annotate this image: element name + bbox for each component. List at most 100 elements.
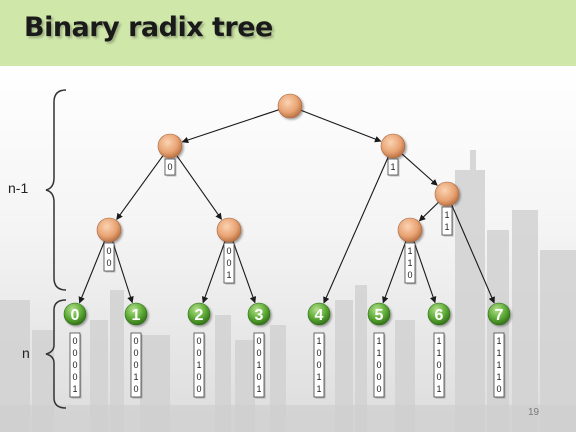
internal-node-root xyxy=(277,93,303,119)
leaf-node-4: 4 xyxy=(307,302,331,326)
leaf-node-6: 6 xyxy=(427,302,451,326)
leaf-label: 4 xyxy=(315,307,324,324)
code-box-4-bit: 0 xyxy=(316,348,321,358)
leaf-label: 1 xyxy=(132,307,141,324)
code-box-3: 0 0 1 0 1 xyxy=(253,332,266,399)
leaf-label: 0 xyxy=(71,307,80,324)
prefix-box-n00-bit: 0 xyxy=(106,246,111,256)
code-box-6-bit: 0 xyxy=(436,360,441,370)
prefix-box-n001-bit: 1 xyxy=(226,270,231,280)
leaf-node-2: 2 xyxy=(187,302,211,326)
code-box-3-bit: 0 xyxy=(256,348,261,358)
prefix-box-n00: 00 xyxy=(103,242,116,273)
code-box-0-bit: 1 xyxy=(72,384,77,394)
code-box-3-bit: 0 xyxy=(256,336,261,346)
edge-n0-n00 xyxy=(116,155,164,221)
code-box-3-bit: 1 xyxy=(256,360,261,370)
code-box-2-bit: 0 xyxy=(196,384,201,394)
internal-node-n11 xyxy=(434,181,460,207)
code-box-4-bit: 0 xyxy=(316,360,321,370)
code-box-6-bit: 1 xyxy=(436,336,441,346)
leaf-node-3: 3 xyxy=(247,302,271,326)
edge-root-n1 xyxy=(300,109,382,143)
prefix-box-n11: 11 xyxy=(441,206,454,237)
prefix-box-n00-bit: 0 xyxy=(106,258,111,268)
code-box-3-bit: 1 xyxy=(256,384,261,394)
internal-node-n110 xyxy=(397,217,423,243)
code-box-2-bit: 0 xyxy=(196,336,201,346)
prefix-box-n1: 1 xyxy=(387,158,400,177)
code-box-4-bit: 1 xyxy=(316,336,321,346)
code-box-0-bit: 0 xyxy=(72,360,77,370)
prefix-box-n001: 001 xyxy=(223,242,236,285)
code-box-7-bit: 1 xyxy=(496,360,501,370)
code-box-5-bit: 0 xyxy=(376,360,381,370)
leaf-node-1: 1 xyxy=(124,302,148,326)
code-box-1-bit: 0 xyxy=(133,360,138,370)
code-box-6: 1 1 0 0 1 xyxy=(433,332,446,399)
code-box-5-bit: 0 xyxy=(376,384,381,394)
code-box-7-bit: 1 xyxy=(496,348,501,358)
leaf-level-label: n xyxy=(22,345,30,361)
internal-node-n0 xyxy=(157,133,183,159)
edge-n001-leaf-2 xyxy=(201,241,226,304)
prefix-box-n110-bit: 0 xyxy=(407,270,412,280)
edge-n0-n001 xyxy=(176,155,222,220)
code-box-6-bit: 1 xyxy=(436,384,441,394)
internal-node-n1 xyxy=(380,133,406,159)
leaf-label: 2 xyxy=(195,307,204,324)
leaf-label: 7 xyxy=(495,307,504,324)
code-box-1-bit: 0 xyxy=(133,384,138,394)
leaf-label: 6 xyxy=(435,307,444,324)
edge-n00-leaf-1 xyxy=(112,241,134,304)
edge-n1-leaf-4 xyxy=(323,156,389,304)
code-box-3-bit: 0 xyxy=(256,372,261,382)
edge-n110-leaf-6 xyxy=(413,241,437,304)
page-number: 19 xyxy=(528,407,540,418)
code-box-4-bit: 1 xyxy=(316,384,321,394)
prefix-box-n1-bit: 1 xyxy=(390,162,395,172)
code-box-6-bit: 1 xyxy=(436,348,441,358)
code-box-1-bit: 0 xyxy=(133,348,138,358)
edge-root-n0 xyxy=(181,109,279,144)
edges xyxy=(78,109,495,304)
edge-n001-leaf-3 xyxy=(232,241,257,304)
prefix-box-n0-bit: 0 xyxy=(167,162,172,172)
code-box-5: 1 1 0 0 0 xyxy=(373,332,386,399)
code-box-1: 0 0 0 1 0 xyxy=(130,332,143,399)
slide-title: Binary radix tree xyxy=(24,12,273,43)
code-box-6-bit: 0 xyxy=(436,372,441,382)
prefix-box-n110-bit: 1 xyxy=(407,258,412,268)
edge-n11-n110 xyxy=(418,201,439,222)
code-box-5-bit: 1 xyxy=(376,336,381,346)
code-box-5-bit: 0 xyxy=(376,372,381,382)
upper-levels-label: n-1 xyxy=(8,180,29,196)
brace-lower xyxy=(45,299,67,409)
code-box-1-bit: 1 xyxy=(133,372,138,382)
code-box-7-bit: 0 xyxy=(496,384,501,394)
code-box-5-bit: 1 xyxy=(376,348,381,358)
prefix-box-n11-bit: 1 xyxy=(444,210,449,220)
leaf-label: 5 xyxy=(375,307,384,324)
internal-node-n001 xyxy=(216,217,242,243)
prefix-box-n110-bit: 1 xyxy=(407,246,412,256)
prefix-box-n001-bit: 0 xyxy=(226,246,231,256)
prefix-box-n11-bit: 1 xyxy=(444,222,449,232)
prefix-box-n0: 0 xyxy=(164,158,177,177)
code-box-1-bit: 0 xyxy=(133,336,138,346)
title-bar: Binary radix tree xyxy=(0,0,576,66)
leaf-node-5: 5 xyxy=(367,302,391,326)
edge-n11-leaf-7 xyxy=(451,204,495,304)
leaf-node-7: 7 xyxy=(487,302,511,326)
code-box-7-bit: 1 xyxy=(496,372,501,382)
brace-upper xyxy=(45,89,67,291)
code-box-0-bit: 0 xyxy=(72,372,77,382)
